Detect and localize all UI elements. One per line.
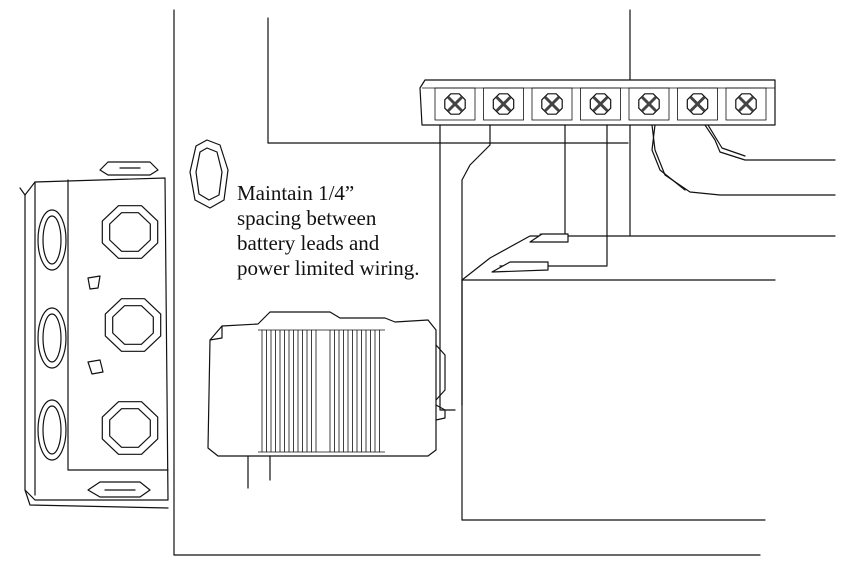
- conduit-box-icon: [19, 161, 169, 509]
- terminal-screw-icon: [725, 87, 767, 121]
- terminal-strip: [419, 79, 776, 126]
- terminal-screw-icon: [580, 87, 621, 121]
- spacing-note-line-1: Maintain 1/4”: [237, 181, 355, 205]
- spacing-note-line-4: power limited wiring.: [237, 256, 420, 280]
- terminal-screw-icon: [483, 87, 524, 121]
- spacing-note-line-2: spacing between: [237, 206, 377, 230]
- knockout-icon: [104, 298, 162, 352]
- terminal-screw-icon: [628, 87, 670, 121]
- knockout-icon: [101, 401, 159, 455]
- knockout-icon: [37, 209, 67, 271]
- knockout-icon: [189, 139, 229, 209]
- knockout-icon: [37, 307, 67, 369]
- terminal-screw-icon: [677, 87, 718, 121]
- terminal-screw-icon: [434, 87, 476, 121]
- terminal-screw-icon: [531, 87, 573, 121]
- knockout-icon: [37, 399, 67, 461]
- terminal-wires: [439, 124, 836, 411]
- knockout-icon: [101, 205, 159, 259]
- control-board: [461, 233, 836, 521]
- spacing-note: Maintain 1/4” spacing between battery le…: [237, 181, 467, 281]
- battery-icon: [207, 311, 446, 489]
- spacing-note-line-3: battery leads and: [237, 231, 380, 255]
